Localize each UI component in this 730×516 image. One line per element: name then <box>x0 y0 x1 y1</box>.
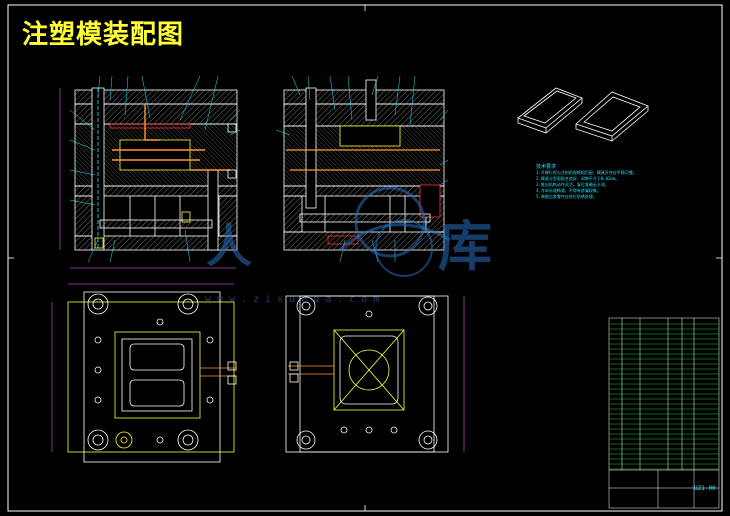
front-section-view <box>59 87 238 251</box>
technical-note-line: 3.推出机构动作灵活，复位准确无卡滞。 <box>536 182 609 187</box>
watermark-logo <box>338 186 451 277</box>
plan-view-left <box>51 267 237 463</box>
drawing-title: 注塑模装配图 <box>22 20 185 50</box>
technical-notes-heading: 技术要求 <box>536 164 557 170</box>
watermark-glyph-left: 人 <box>206 219 252 273</box>
parts-list-rows <box>609 323 719 470</box>
frame-center-marks <box>8 5 722 511</box>
side-view-leaders <box>275 75 449 263</box>
watermark-glyph-right: 库 <box>438 214 492 278</box>
outer-frame <box>7 4 723 512</box>
watermark-url: www.zixueda.com <box>205 294 386 305</box>
parts-list-table <box>608 317 720 509</box>
technical-note-line: 4.冷却水道畅通，不得有渗漏现象。 <box>536 188 601 193</box>
technical-note-line: 5.装配后各零件应进行防锈处理。 <box>536 194 597 199</box>
plan-view-right <box>285 295 465 453</box>
drawing-number: UZ1-00 <box>694 485 716 492</box>
front-view-leaders <box>69 75 241 263</box>
technical-note-line: 1.开模行程与注射机规格相匹配，模具开合应平稳可靠。 <box>536 170 637 175</box>
part-isometric-views <box>517 87 649 142</box>
technical-note-line: 2.模具分型面贴合良好，间隙不大于0.02mm。 <box>536 176 620 181</box>
side-section-view <box>283 79 445 251</box>
technical-notes: 技术要求 1.开模行程与注射机规格相匹配，模具开合应平稳可靠。 2.模具分型面贴… <box>536 164 676 200</box>
